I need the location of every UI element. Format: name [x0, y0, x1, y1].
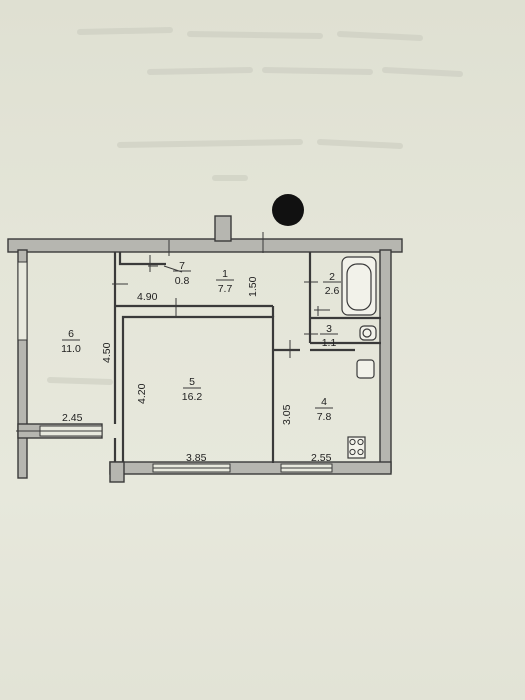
- room-5-area: 16.2: [182, 391, 203, 403]
- dimension-4-20: 4.20: [136, 383, 148, 404]
- room-2-number: 2: [329, 271, 335, 283]
- sink-icon: [356, 359, 375, 379]
- dimension-2-45: 2.45: [62, 412, 83, 424]
- window-room-6: [17, 261, 28, 341]
- dimension-2-55: 2.55: [311, 452, 332, 464]
- dimension-3-85: 3.85: [186, 452, 207, 464]
- room-4-number: 4: [321, 396, 327, 408]
- room-3-area: 1.1: [322, 337, 337, 349]
- toilet-icon: [359, 325, 377, 341]
- interior-partitions: [113, 252, 381, 463]
- room-4-area: 7.8: [317, 411, 332, 423]
- room-labels: 6 11.0 5 16.2 4 7.8 1 7.7 2 2.6 3 1.1 7 …: [61, 260, 341, 423]
- black-dot-marker: [272, 194, 304, 226]
- faint-background-text: [47, 27, 463, 385]
- room-6-area: 11.0: [61, 343, 81, 355]
- room-7-area: 0.8: [175, 275, 190, 287]
- dimension-4-90: 4.90: [137, 291, 158, 303]
- room-7-number: 7: [179, 260, 185, 272]
- dimension-1-50: 1.50: [247, 276, 259, 297]
- balcony-door: [16, 423, 103, 439]
- room-3-number: 3: [326, 323, 332, 335]
- dimension-labels: 4.90 1.50 4.50 4.20 3.05 2.45 3.85 2.55: [62, 276, 332, 464]
- room-6-number: 6: [68, 328, 74, 340]
- room-1-area: 7.7: [218, 283, 233, 295]
- bathtub-icon: [314, 256, 377, 316]
- top-wall-marks: [168, 232, 264, 256]
- dimension-4-50: 4.50: [101, 342, 113, 363]
- stove-icon: [347, 436, 366, 459]
- door-ticks: [112, 255, 318, 358]
- dimension-3-05: 3.05: [281, 404, 293, 425]
- room-5-number: 5: [189, 376, 195, 388]
- room-2-area: 2.6: [325, 285, 340, 297]
- room-1-number: 1: [222, 268, 228, 280]
